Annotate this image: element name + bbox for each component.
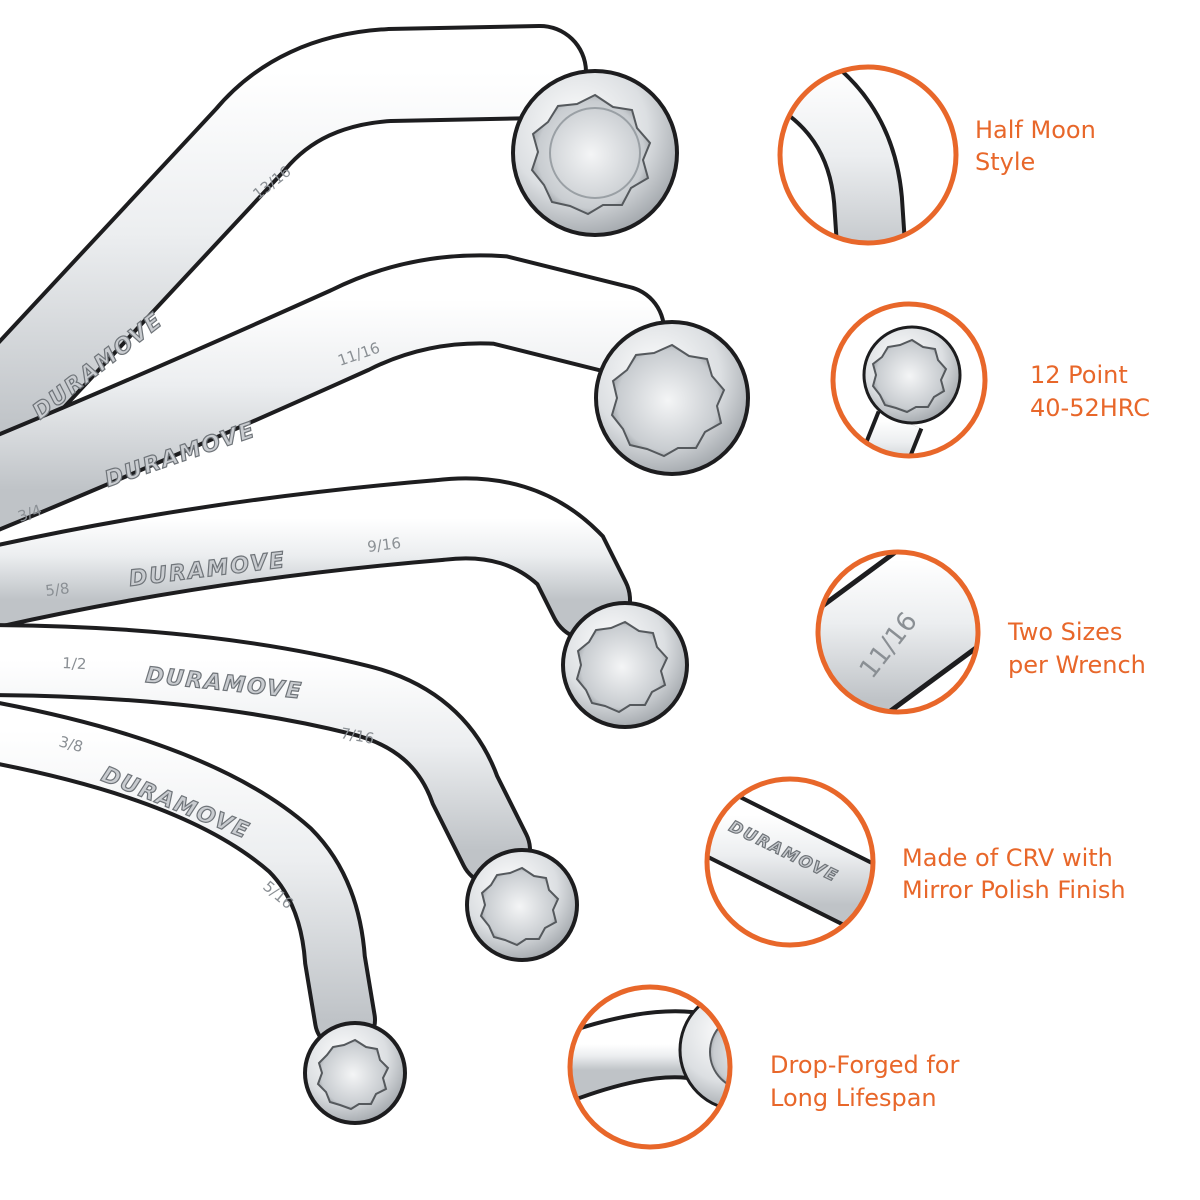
size-stamp-closeup-icon: 11/16 bbox=[818, 552, 978, 712]
box-end-closeup-icon bbox=[833, 304, 985, 456]
wrench-13-16 bbox=[0, 24, 679, 474]
feature-crv-material: DURAMOVE Made of CRV with Mirror Polish … bbox=[704, 776, 1126, 948]
feature-12-point: 12 Point 40-52HRC bbox=[830, 301, 1150, 459]
feature-line1: Drop-Forged for bbox=[770, 1051, 959, 1079]
size-stamp: 5/8 bbox=[44, 579, 70, 600]
feature-line2: 40-52HRC bbox=[1030, 394, 1150, 422]
wrench-bend-closeup-icon bbox=[780, 67, 956, 243]
feature-line1: 12 Point bbox=[1030, 361, 1128, 389]
wrench-11-16 bbox=[0, 253, 750, 532]
brand-stamp-closeup-icon: DURAMOVE bbox=[707, 779, 873, 945]
size-stamp: 9/16 bbox=[366, 534, 402, 556]
feature-line2: Style bbox=[975, 148, 1035, 176]
twelve-point-bore bbox=[610, 343, 726, 458]
wrench-5-16 bbox=[0, 701, 407, 1125]
size-stamp: 1/2 bbox=[62, 654, 87, 673]
feature-half-moon: Half Moon Style bbox=[777, 64, 1096, 246]
feature-line1: Half Moon bbox=[975, 116, 1096, 144]
wrench-9-16 bbox=[0, 476, 689, 729]
twelve-point-bore bbox=[479, 866, 560, 947]
feature-drop-forged: Drop-Forged for Long Lifespan bbox=[567, 984, 959, 1150]
wrench-7-16 bbox=[0, 623, 579, 962]
size-stamp: 7/16 bbox=[339, 724, 375, 748]
twelve-point-bore bbox=[316, 1038, 390, 1111]
feature-line2: Mirror Polish Finish bbox=[902, 876, 1126, 904]
feature-line2: Long Lifespan bbox=[770, 1084, 937, 1112]
feature-line1: Made of CRV with bbox=[902, 844, 1113, 872]
size-stamp: 3/8 bbox=[57, 732, 85, 756]
feature-line1: Two Sizes bbox=[1007, 618, 1122, 646]
twelve-point-bore bbox=[575, 620, 669, 714]
feature-line2: per Wrench bbox=[1008, 651, 1146, 679]
feature-two-sizes: 11/16 Two Sizes per Wrench bbox=[815, 549, 1146, 715]
